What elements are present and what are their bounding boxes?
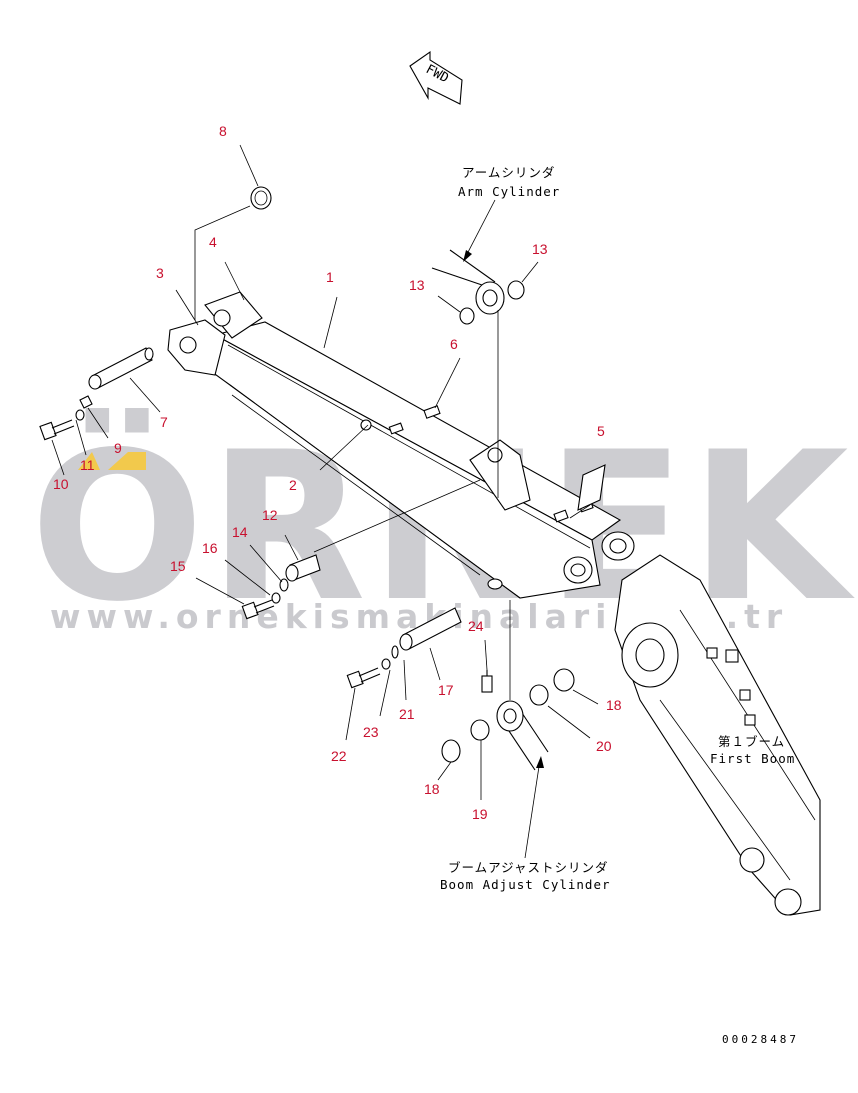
arm-body bbox=[167, 291, 635, 599]
callout-23: 23 bbox=[363, 724, 379, 740]
bolt-10 bbox=[39, 419, 75, 441]
callout-21: 21 bbox=[399, 706, 415, 722]
callout-3: 3 bbox=[156, 265, 164, 281]
shim-8 bbox=[250, 186, 272, 210]
washer-23 bbox=[381, 658, 391, 670]
arm-cylinder-rod-end bbox=[431, 249, 525, 325]
drawing-code: 00028487 bbox=[722, 1033, 799, 1046]
callout-7: 7 bbox=[160, 414, 168, 430]
washer-11 bbox=[75, 409, 85, 421]
callout-24: 24 bbox=[468, 618, 484, 634]
callout-13-lower: 13 bbox=[409, 277, 425, 293]
callout-14: 14 bbox=[232, 524, 248, 540]
notes: アームシリンダ Arm Cylinder 第１ブーム First Boom ブー… bbox=[440, 165, 795, 892]
first-boom bbox=[614, 554, 821, 916]
pin-17 bbox=[399, 607, 462, 651]
plate-9 bbox=[79, 395, 93, 409]
note-boom-adjust-jp: ブームアジャストシリンダ bbox=[448, 860, 609, 875]
bolt-22 bbox=[346, 667, 381, 689]
callout-13-upper: 13 bbox=[532, 241, 548, 257]
callout-19: 19 bbox=[472, 806, 488, 822]
callout-5: 5 bbox=[597, 423, 605, 439]
bolt-15 bbox=[241, 599, 275, 620]
callout-18-right: 18 bbox=[606, 697, 622, 713]
fwd-arrow-icon: FWD bbox=[409, 50, 463, 105]
washer-16 bbox=[271, 592, 281, 604]
grease-fitting-24 bbox=[481, 670, 493, 693]
note-first-boom-en: First Boom bbox=[710, 751, 795, 766]
callout-8: 8 bbox=[219, 123, 227, 139]
boom-adjust-cylinder-rod-end bbox=[441, 668, 575, 771]
callout-6: 6 bbox=[450, 336, 458, 352]
callout-1: 1 bbox=[326, 269, 334, 285]
callout-9: 9 bbox=[114, 440, 122, 456]
note-first-boom-jp: 第１ブーム bbox=[718, 734, 785, 749]
callout-22: 22 bbox=[331, 748, 347, 764]
note-boom-adjust-en: Boom Adjust Cylinder bbox=[440, 877, 611, 892]
callouts: 1 2 3 4 5 6 7 8 9 10 11 12 13 13 14 15 1… bbox=[53, 123, 622, 822]
pin-7 bbox=[88, 347, 154, 390]
callout-11: 11 bbox=[80, 457, 95, 473]
plate-21 bbox=[391, 645, 399, 659]
callout-18-left: 18 bbox=[424, 781, 440, 797]
leader-lines bbox=[51, 144, 606, 859]
pin-12 bbox=[285, 554, 321, 582]
callout-20: 20 bbox=[596, 738, 612, 754]
callout-2: 2 bbox=[289, 477, 297, 493]
note-arm-cylinder-jp: アームシリンダ bbox=[462, 165, 555, 180]
callout-17: 17 bbox=[438, 682, 454, 698]
callout-12: 12 bbox=[262, 507, 278, 523]
callout-4: 4 bbox=[209, 234, 217, 250]
callout-15: 15 bbox=[170, 558, 186, 574]
watermark-accent-icon bbox=[78, 452, 146, 470]
callout-16: 16 bbox=[202, 540, 218, 556]
callout-10: 10 bbox=[53, 476, 69, 492]
note-arm-cylinder-en: Arm Cylinder bbox=[458, 184, 560, 199]
